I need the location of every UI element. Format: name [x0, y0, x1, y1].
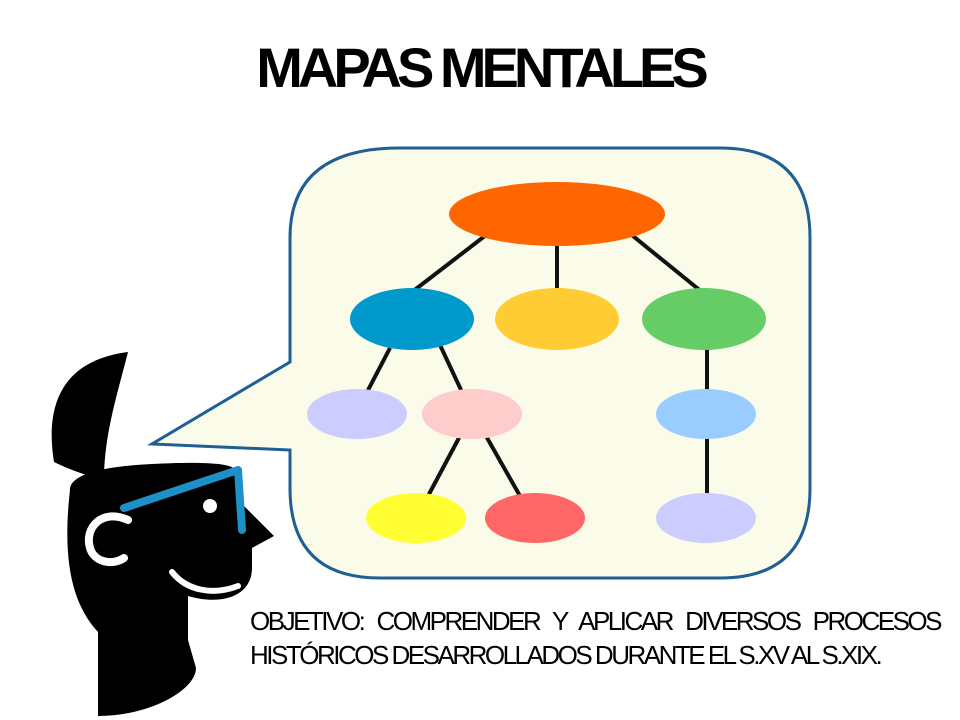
speech-bubble-icon: [146, 146, 812, 580]
node-lightblue: [656, 389, 756, 439]
node-pink: [422, 389, 522, 439]
mind-map-nodes: [307, 182, 766, 543]
ear: [84, 512, 132, 567]
glasses-frame: [120, 466, 246, 534]
node-lavender-left: [307, 389, 407, 439]
mouth: [169, 569, 241, 594]
mind-map-connectors: [364, 230, 709, 497]
thinking-person-icon: [51, 352, 274, 716]
connector-blue-lavender: [364, 347, 392, 395]
connector-root-green: [626, 230, 704, 294]
glasses-icon: [120, 466, 246, 534]
node-red: [485, 493, 585, 543]
hair-flap: [51, 352, 128, 480]
node-green: [642, 288, 766, 350]
objective-text: OBJETIVO: COMPRENDER Y APLICAR DIVERSOS …: [250, 606, 943, 670]
page-title: MAPAS MENTALES: [256, 36, 708, 99]
connector-pink-red: [484, 435, 522, 497]
node-blue: [350, 288, 474, 350]
head-shape: [67, 462, 274, 716]
node-lavender-right: [656, 493, 756, 543]
eye: [203, 499, 217, 513]
root-node: [449, 182, 665, 246]
speech-bubble-shape: [146, 146, 812, 580]
connector-root-blue: [410, 230, 492, 294]
connector-pink-yellow: [426, 435, 462, 497]
node-yellow: [366, 493, 466, 543]
connector-blue-pink: [438, 344, 464, 393]
node-gold: [495, 288, 619, 350]
